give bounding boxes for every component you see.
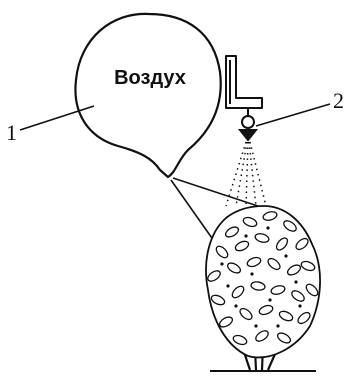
- callout-leader-1: [19, 105, 95, 131]
- balloon-outline: [74, 12, 222, 179]
- callout-1: 1: [6, 105, 95, 145]
- air-balloon: Воздух: [74, 12, 222, 179]
- callout-2: 2: [255, 88, 344, 127]
- spray-nozzle: [237, 115, 259, 142]
- callout-leader-2: [255, 103, 331, 127]
- callout-number-2: 2: [333, 88, 344, 113]
- sprayer-bracket: [225, 55, 263, 116]
- spray-mist: [225, 141, 267, 207]
- callout-number-1: 1: [6, 120, 17, 145]
- balloon-label: Воздух: [114, 67, 186, 89]
- plant-shrub: [205, 205, 321, 372]
